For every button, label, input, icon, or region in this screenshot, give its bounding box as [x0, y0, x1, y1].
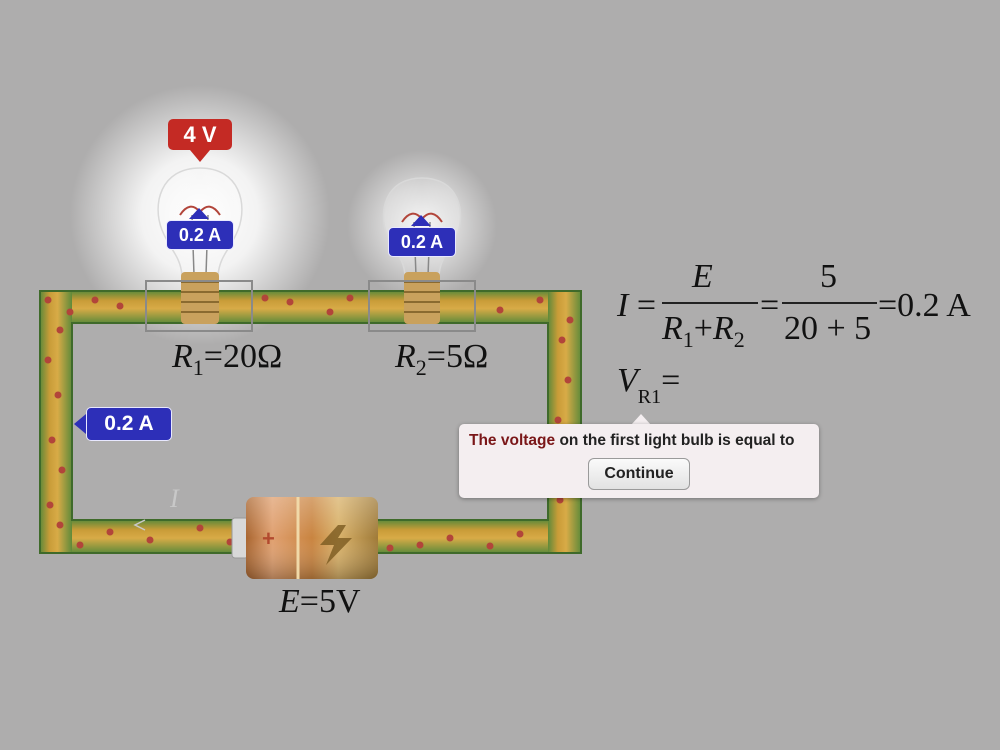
bulb1-voltage-badge: 4 V — [168, 119, 232, 150]
bulb2-current-pointer — [411, 215, 431, 226]
tooltip-body: on the first light bulb is equal to — [555, 432, 795, 449]
battery-label: E=5V — [279, 583, 361, 621]
r1-label: R1=20Ω — [172, 338, 282, 381]
fraction2-numerator: 5 — [820, 258, 837, 295]
fraction1-denominator: R1+R2 — [662, 310, 745, 353]
lightning-icon — [320, 525, 352, 565]
vr1-formula: VR1= — [617, 362, 680, 409]
den-r1: R — [662, 310, 683, 347]
battery-value: =5V — [299, 583, 361, 620]
formula-lhs-symbol: I — [617, 287, 629, 324]
fraction1-line — [662, 302, 758, 304]
bulb1-current-value: 0.2 A — [178, 225, 222, 245]
bulb2-current-badge: 0.2 A — [388, 227, 456, 257]
hint-tooltip: The voltage on the first light bulb is e… — [459, 424, 819, 498]
numerator-e: E — [692, 258, 713, 295]
den-r2: R — [712, 310, 734, 347]
den-r2-sub: 2 — [733, 327, 745, 352]
formula-fraction-1: E R1+R2 — [662, 258, 758, 356]
battery[interactable]: + — [231, 497, 378, 579]
battery-plus-sign: + — [262, 526, 275, 551]
vr1-symbol: V — [617, 362, 638, 399]
wire-current-value: 0.2 A — [104, 412, 154, 435]
fraction1-numerator: E — [692, 258, 713, 296]
bulb1-current-badge: 0.2 A — [166, 220, 234, 250]
vr1-equals: = — [661, 362, 681, 399]
bulb2-current-value: 0.2 A — [400, 232, 444, 252]
r2-symbol: R — [395, 338, 416, 375]
wire-current-badge: 0.2 A — [86, 407, 172, 441]
formula-lhs: I = — [617, 287, 656, 325]
formula-fraction-2: 5 20 + 5 — [782, 258, 877, 356]
formula-equals-2: = — [760, 287, 780, 324]
continue-button[interactable]: Continue — [588, 458, 690, 490]
voltage-badge-pointer — [190, 150, 210, 162]
fraction2-denominator: 20 + 5 — [784, 310, 872, 347]
vr1-subscript: R1 — [637, 386, 662, 408]
formula-result: =0.2 A — [878, 287, 971, 324]
den-plus: + — [693, 310, 713, 347]
r2-subscript: 2 — [415, 355, 427, 380]
formula-equals-1: = — [636, 287, 657, 324]
tooltip-arrow — [631, 414, 651, 425]
wire-current-pointer — [74, 414, 86, 434]
current-symbol: I — [169, 484, 180, 513]
fraction2-line — [782, 302, 877, 304]
r1-symbol: R — [172, 338, 193, 375]
wire-loop — [39, 290, 582, 554]
r1-subscript: 1 — [192, 355, 204, 380]
current-direction-arrow — [133, 519, 146, 531]
r1-value: =20Ω — [203, 338, 283, 375]
bulb1-voltage-value: 4 V — [183, 122, 217, 147]
r2-label: R2=5Ω — [395, 338, 488, 381]
den-r1-sub: 1 — [682, 327, 694, 352]
r2-value: =5Ω — [426, 338, 489, 375]
tooltip-text: The voltage on the first light bulb is e… — [469, 432, 814, 450]
bulb1-current-pointer — [189, 208, 209, 219]
battery-symbol: E — [279, 583, 300, 620]
tooltip-highlight: The voltage — [469, 432, 556, 449]
